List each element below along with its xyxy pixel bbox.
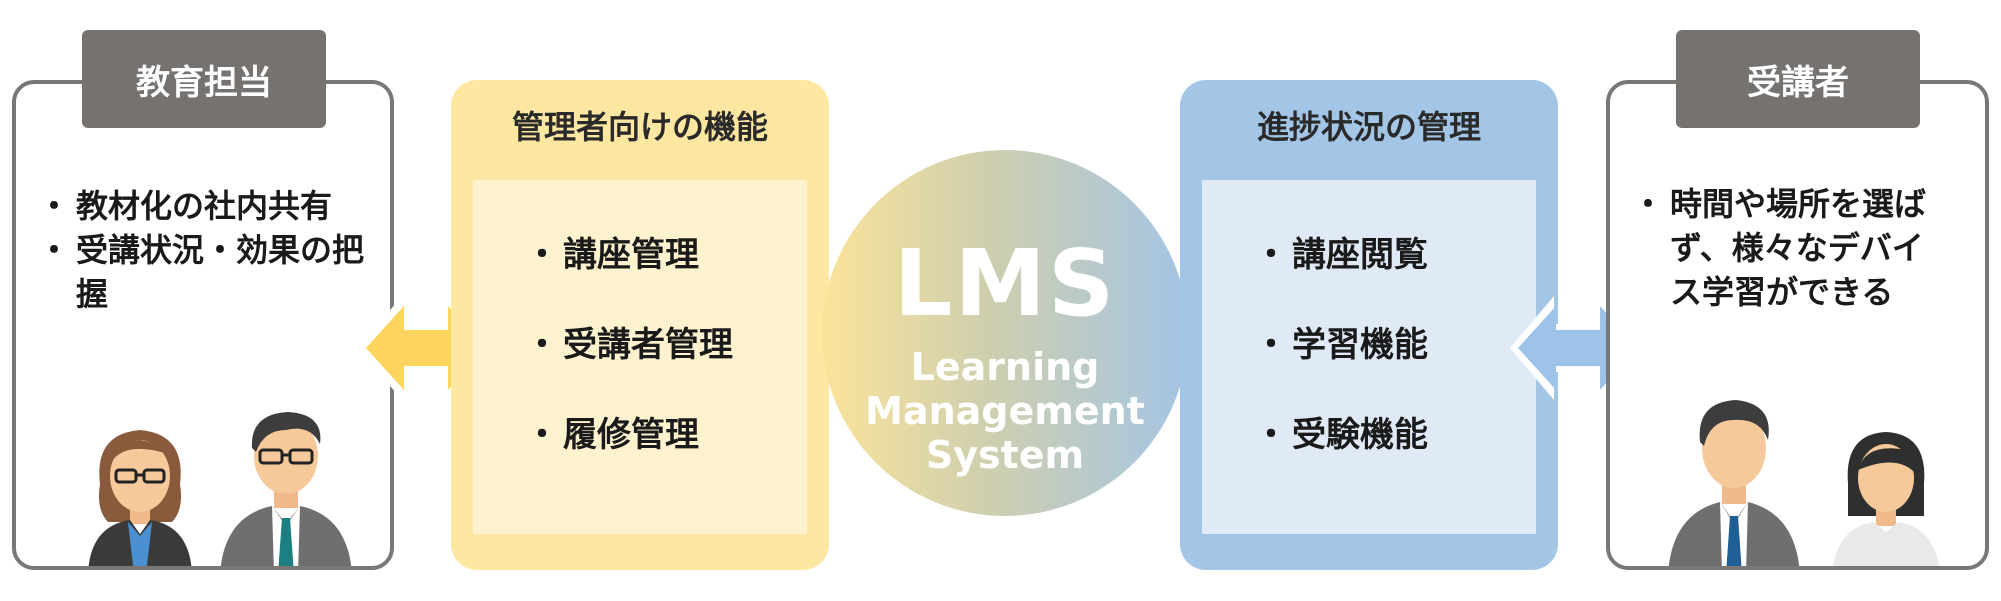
education-staff-tag: 教育担当 [82, 30, 326, 128]
admin-functions-title: 管理者向けの機能 [511, 108, 768, 146]
list-item: 時間や場所を選ばず、様々なデバイス学習ができる [1632, 182, 1936, 314]
list-item: 履修管理 [525, 410, 733, 500]
list-item: 講座閲覧 [1254, 230, 1428, 320]
lms-subtitle-line: System [925, 433, 1085, 477]
list-item: 受講状況・効果の把握 [38, 228, 382, 316]
list-item: 学習機能 [1254, 320, 1428, 410]
learner-tag: 受講者 [1676, 30, 1920, 128]
admin-functions-body: 講座管理 受講者管理 履修管理 [473, 180, 807, 534]
female-learner-icon [1826, 420, 1946, 566]
admin-functions-list: 講座管理 受講者管理 履修管理 [525, 230, 733, 500]
lms-subtitle-line: Management [865, 389, 1145, 433]
progress-management-list: 講座閲覧 学習機能 受験機能 [1254, 230, 1428, 500]
lms-subtitle-line: Learning [910, 345, 1100, 389]
lms-subtitle: Learning Management System [822, 345, 1188, 477]
lms-circle: LMS Learning Management System [822, 150, 1188, 516]
learner-box: 時間や場所を選ばず、様々なデバイス学習ができる [1606, 80, 1989, 570]
list-item: 受講者管理 [525, 320, 733, 410]
female-staff-icon [80, 414, 200, 566]
progress-management-title: 進捗状況の管理 [1256, 108, 1481, 146]
male-staff-icon [216, 394, 356, 566]
lms-title: LMS [893, 230, 1117, 337]
progress-management-body: 講座閲覧 学習機能 受験機能 [1202, 180, 1536, 534]
progress-management-panel: 進捗状況の管理 講座閲覧 学習機能 受験機能 [1180, 80, 1558, 570]
list-item: 教材化の社内共有 [38, 184, 382, 228]
male-learner-icon [1664, 384, 1804, 566]
learner-list: 時間や場所を選ばず、様々なデバイス学習ができる [1632, 182, 1936, 314]
education-staff-list: 教材化の社内共有 受講状況・効果の把握 [38, 184, 382, 316]
list-item: 講座管理 [525, 230, 733, 320]
admin-functions-panel: 管理者向けの機能 講座管理 受講者管理 履修管理 [451, 80, 829, 570]
education-staff-box: 教材化の社内共有 受講状況・効果の把握 [12, 80, 394, 570]
list-item: 受験機能 [1254, 410, 1428, 500]
